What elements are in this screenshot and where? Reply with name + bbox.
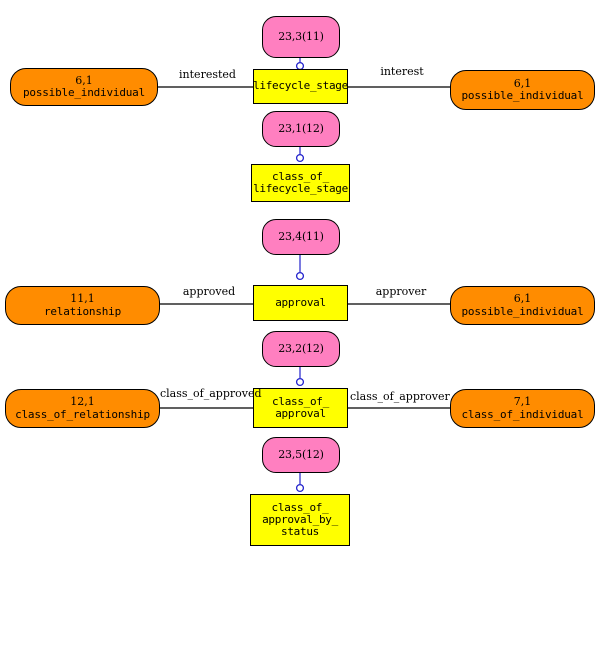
relation-role-label: interested bbox=[179, 68, 236, 81]
external-reference-entity-name: possible_individual bbox=[461, 304, 584, 318]
entity-name-line: approval bbox=[275, 407, 326, 420]
page-reference-label: 23,3(11) bbox=[278, 29, 324, 43]
entity-name-line: class_of_ bbox=[272, 394, 329, 408]
relation-role-label: interest bbox=[380, 65, 424, 78]
external-reference-entity-name: possible_individual bbox=[22, 86, 146, 99]
page-reference-node[interactable]: 23,5(12) bbox=[262, 437, 340, 473]
entity-node[interactable]: lifecycle_stage bbox=[253, 69, 348, 104]
external-reference-entity-name: class_of_individual bbox=[461, 407, 584, 421]
relation-role-label: approved bbox=[182, 285, 236, 298]
external-reference-entity-name: possible_individual bbox=[461, 89, 584, 102]
entity-name-line: approval bbox=[275, 295, 326, 309]
relation-role-label: class_of_approver bbox=[350, 390, 450, 403]
page-reference-node[interactable]: 23,1(12) bbox=[262, 111, 340, 147]
entity-name-line: lifecycle_stage bbox=[253, 182, 348, 195]
external-reference-page-number: 11,1 bbox=[70, 292, 95, 306]
optional-attribute-circle-icon bbox=[295, 483, 305, 493]
entity-node[interactable]: class_of_approval bbox=[253, 388, 348, 428]
entity-node[interactable]: class_of_lifecycle_stage bbox=[251, 164, 350, 202]
page-reference-label: 23,4(11) bbox=[278, 229, 324, 243]
external-reference-page-number: 7,1 bbox=[513, 395, 532, 409]
external-reference-entity-name: class_of_relationship bbox=[15, 407, 150, 421]
optional-attribute-circle-icon bbox=[295, 377, 305, 387]
page-reference-label: 23,2(12) bbox=[278, 341, 324, 355]
external-reference-page-number: 6,1 bbox=[513, 292, 532, 306]
page-reference-label: 23,5(12) bbox=[278, 447, 324, 461]
external-reference-page-number: 12,1 bbox=[70, 395, 95, 409]
page-reference-node[interactable]: 23,4(11) bbox=[262, 219, 340, 255]
entity-name-line: lifecycle_stage bbox=[253, 79, 348, 93]
entity-node[interactable]: approval bbox=[253, 285, 348, 321]
external-reference-page-number: 6,1 bbox=[513, 76, 532, 90]
page-reference-node[interactable]: 23,3(11) bbox=[262, 16, 340, 58]
entity-name-line: status bbox=[281, 525, 319, 539]
relation-role-label: class_of_approved bbox=[160, 387, 262, 400]
relation-role-label: approver bbox=[375, 285, 427, 298]
external-reference-page-number: 6,1 bbox=[75, 73, 93, 87]
entity-name-line: class_of_ bbox=[272, 169, 329, 183]
external-reference-entity-name: relationship bbox=[43, 304, 122, 318]
optional-attribute-circle-icon bbox=[295, 271, 305, 281]
entity-name-line: approval_by_ bbox=[262, 512, 338, 526]
optional-attribute-circle-icon bbox=[295, 153, 305, 163]
entity-name-line: class_of_ bbox=[271, 500, 329, 514]
entity-node[interactable]: class_of_approval_by_status bbox=[250, 494, 350, 546]
page-reference-node[interactable]: 23,2(12) bbox=[262, 331, 340, 367]
page-reference-label: 23,1(12) bbox=[278, 121, 324, 135]
